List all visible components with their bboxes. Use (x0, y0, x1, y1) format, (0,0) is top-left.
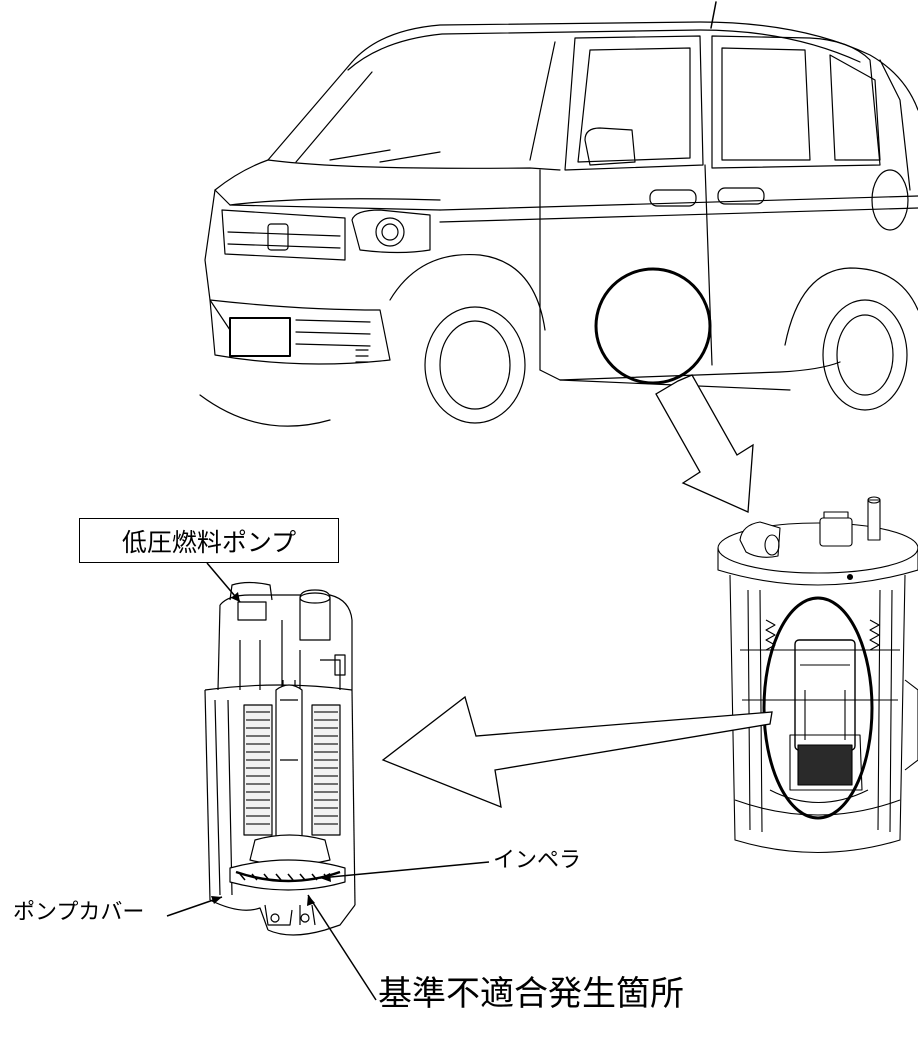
hollow-arrow-left (381, 695, 773, 809)
vehicle-illustration (199, 1, 918, 427)
pump-cover-label: ポンプカバー (13, 900, 145, 925)
hollow-arrow-down (655, 374, 754, 513)
impeller-label: インペラ (493, 848, 582, 873)
fuel-pump-module (717, 496, 918, 854)
fuel-pump-cutaway (204, 581, 356, 936)
low-pressure-fuel-pump-label-box: 低圧燃料ポンプ (79, 518, 339, 563)
vehicle-location-circle (594, 267, 712, 385)
defect-location-label: 基準不適合発生箇所 (378, 974, 684, 1014)
leader-arrowheads (211, 592, 331, 906)
module-highlight-ellipse (762, 596, 874, 820)
low-pressure-fuel-pump-label: 低圧燃料ポンプ (121, 527, 297, 557)
